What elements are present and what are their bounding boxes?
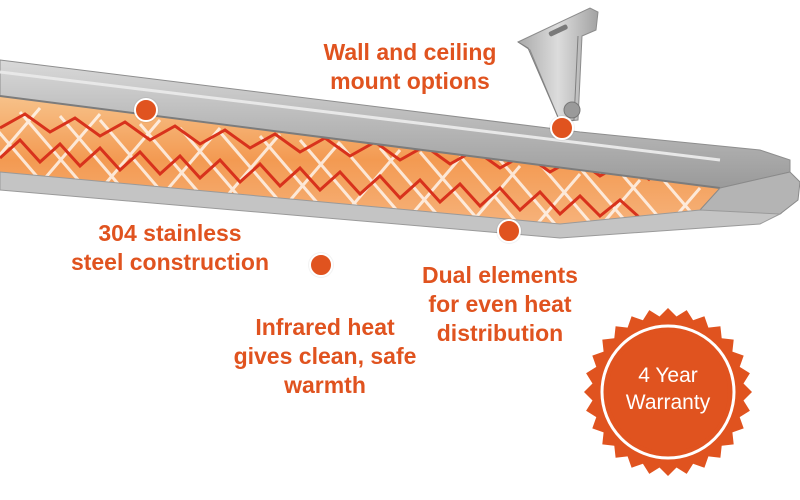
callout-infrared: Infrared heat gives clean, safe warmth (210, 313, 440, 400)
callout-stainless-line1: 304 stainless (98, 220, 242, 246)
heater-icon (0, 59, 800, 239)
callout-dual: Dual elements for even heat distribution (400, 261, 600, 348)
callout-mount-line2: mount options (330, 68, 490, 94)
callout-dot-infrared (309, 253, 333, 277)
callout-dual-line2: for even heat (428, 291, 572, 317)
callout-dot-stainless (134, 98, 158, 122)
callout-infrared-line2: gives clean, safe (233, 343, 417, 369)
warranty-badge-inner (608, 332, 728, 452)
callout-stainless: 304 stainless steel construction (50, 219, 290, 277)
callout-dot-mount (550, 116, 574, 140)
warranty-badge-line2: Warranty (625, 391, 711, 414)
warranty-badge-text: 4 Year Warranty (598, 362, 738, 416)
warranty-badge (584, 308, 752, 476)
callout-stainless-line2: steel construction (70, 249, 270, 275)
bracket-icon (516, 7, 599, 123)
warranty-badge-line1: 4 Year (638, 364, 698, 387)
callout-mount-line1: Wall and ceiling (323, 39, 497, 65)
callout-dual-line1: Dual elements (422, 262, 578, 288)
callout-infrared-line1: Infrared heat (255, 314, 395, 340)
callout-dual-line3: distribution (436, 320, 564, 346)
callout-dot-dual (497, 219, 521, 243)
callout-mount: Wall and ceiling mount options (300, 38, 520, 96)
warranty-badge-ring (600, 324, 736, 460)
callout-infrared-line3: warmth (284, 372, 366, 398)
